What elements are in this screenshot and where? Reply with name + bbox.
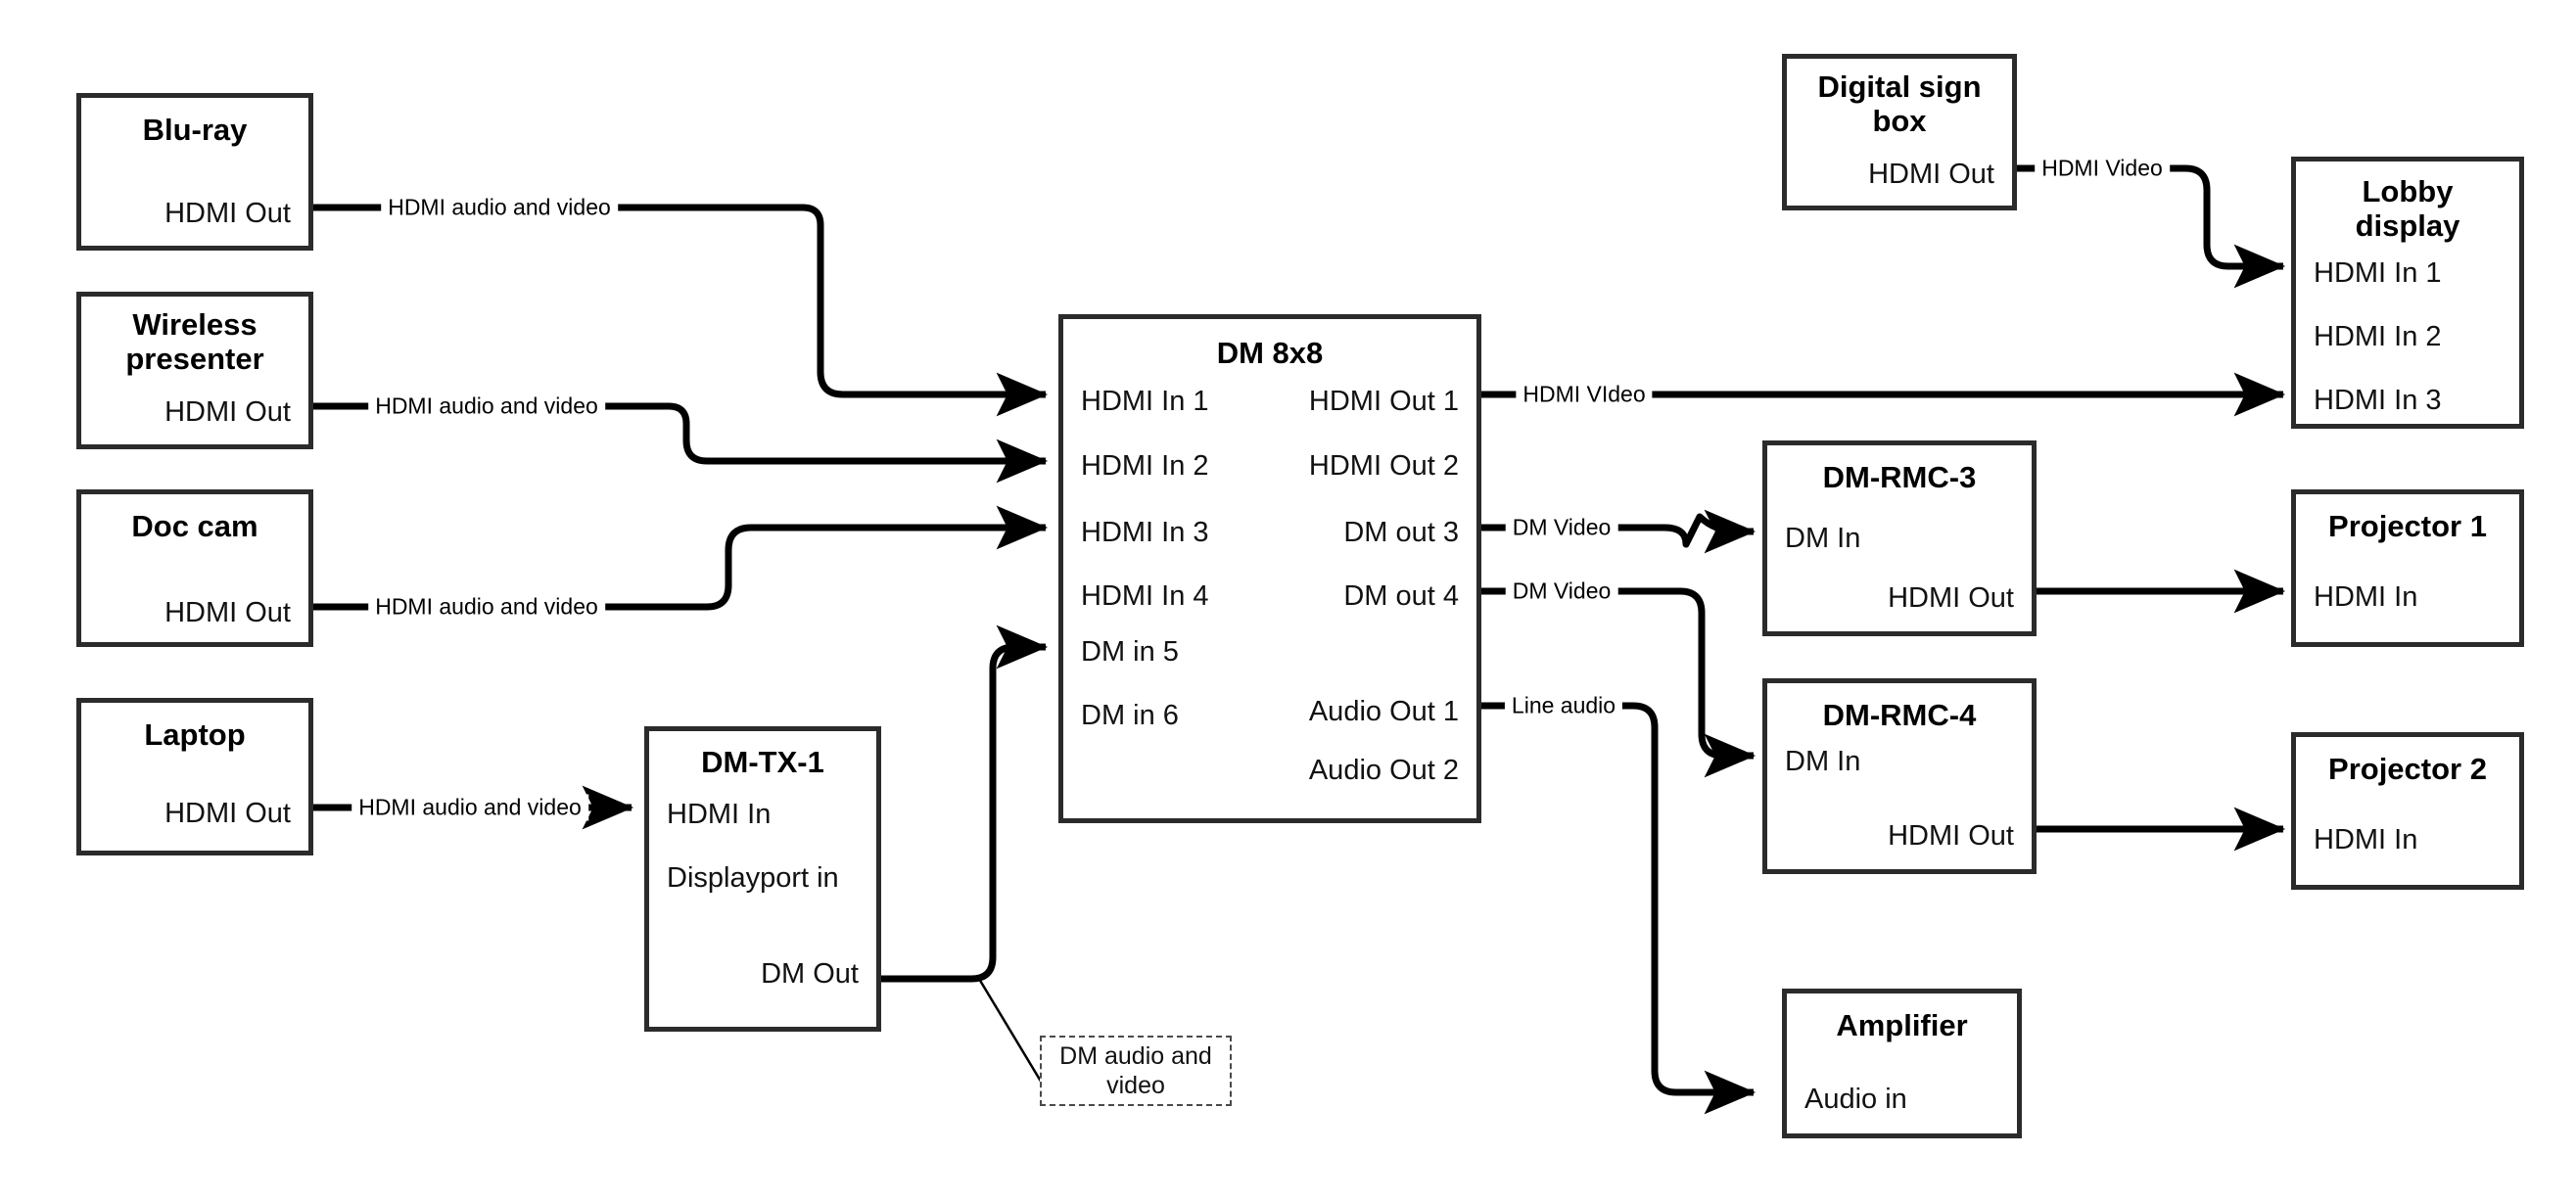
node-blu-ray-title: Blu-ray (142, 113, 248, 147)
port-dm-8x8-dm-in-6[interactable]: DM in 6 (1081, 700, 1179, 731)
node-doc-cam-title: Doc cam (131, 509, 258, 543)
port-lobby-display-hdmi-in-1[interactable]: HDMI In 1 (2314, 257, 2442, 289)
wire-label-doccam: HDMI audio and video (368, 593, 605, 621)
node-dm-tx-1-title: DM-TX-1 (701, 745, 824, 779)
wire-doccam-to-dm8x8 (313, 505, 1049, 611)
node-dm-8x8[interactable]: DM 8x8 HDMI In 1 HDMI In 2 HDMI In 3 HDM… (1058, 314, 1481, 823)
node-projector-1-title: Projector 1 (2328, 509, 2487, 543)
node-dm-8x8-title: DM 8x8 (1216, 336, 1324, 370)
port-dm-8x8-hdmi-in-2[interactable]: HDMI In 2 (1081, 450, 1209, 482)
port-amplifier-audio-in[interactable]: Audio in (1804, 1084, 1907, 1115)
port-dm-8x8-audio-out-1[interactable]: Audio Out 1 (1308, 696, 1459, 727)
port-dm-tx-1-hdmi-in[interactable]: HDMI In (667, 799, 772, 830)
node-wireless-presenter-title-line1: Wireless (132, 307, 258, 342)
node-laptop[interactable]: Laptop HDMI Out (76, 698, 313, 855)
wire-label-wireless: HDMI audio and video (368, 393, 605, 420)
wire-dm8x8-out3-to-rmc3 (1481, 509, 1756, 554)
wire-label-hdmi-video-out1: HDMI VIdeo (1516, 381, 1653, 408)
port-dm-8x8-hdmi-out-2[interactable]: HDMI Out 2 (1308, 450, 1459, 482)
node-laptop-title: Laptop (144, 717, 246, 752)
port-dm-8x8-audio-out-2[interactable]: Audio Out 2 (1308, 755, 1459, 786)
port-projector-1-hdmi-in[interactable]: HDMI In (2314, 581, 2418, 613)
node-lobby-display[interactable]: Lobby display HDMI In 1 HDMI In 2 HDMI I… (2291, 157, 2524, 429)
port-dm-rmc-4-hdmi-out[interactable]: HDMI Out (1888, 820, 2014, 852)
node-digital-sign-box[interactable]: Digital sign box HDMI Out (1782, 54, 2017, 210)
wire-dm8x8-audio1-to-amp (1481, 702, 1756, 1115)
port-dm-rmc-3-hdmi-out[interactable]: HDMI Out (1888, 582, 2014, 614)
wire-label-hdmi-video-sign: HDMI Video (2035, 155, 2170, 182)
node-blu-ray[interactable]: Blu-ray HDMI Out (76, 93, 313, 251)
wire-label-bluray: HDMI audio and video (381, 194, 618, 221)
wire-dmtx1-to-dm8x8 (881, 624, 1049, 983)
port-laptop-hdmi-out[interactable]: HDMI Out (164, 798, 291, 829)
port-dm-rmc-3-dm-in[interactable]: DM In (1785, 523, 1861, 554)
port-dm-rmc-4-dm-in[interactable]: DM In (1785, 746, 1861, 777)
node-projector-2[interactable]: Projector 2 HDMI In (2291, 732, 2524, 890)
port-dm-8x8-hdmi-in-1[interactable]: HDMI In 1 (1081, 386, 1209, 417)
wire-label-dm-video-3: DM Video (1505, 514, 1618, 541)
wire-bluray-to-dm8x8 (313, 204, 1049, 417)
wire-label-line-audio: Line audio (1504, 692, 1623, 719)
node-dm-rmc-4-title: DM-RMC-4 (1822, 698, 1977, 732)
node-wireless-presenter-title-line2: presenter (125, 342, 264, 376)
port-dm-8x8-hdmi-in-4[interactable]: HDMI In 4 (1081, 580, 1209, 612)
node-wireless-presenter[interactable]: Wireless presenter HDMI Out (76, 292, 313, 449)
port-dm-8x8-dm-out-4[interactable]: DM out 4 (1343, 580, 1459, 612)
port-projector-2-hdmi-in[interactable]: HDMI In (2314, 824, 2418, 855)
wire-signbox-to-lobby (2017, 164, 2286, 289)
wire-wireless-to-dm8x8 (313, 402, 1049, 484)
node-dm-rmc-3[interactable]: DM-RMC-3 DM In HDMI Out (1762, 440, 2037, 636)
node-doc-cam[interactable]: Doc cam HDMI Out (76, 489, 313, 647)
port-dm-tx-1-displayport-in[interactable]: Displayport in (667, 862, 839, 894)
port-lobby-display-hdmi-in-3[interactable]: HDMI In 3 (2314, 385, 2442, 416)
port-blu-ray-hdmi-out[interactable]: HDMI Out (164, 198, 291, 229)
port-dm-8x8-dm-out-3[interactable]: DM out 3 (1343, 517, 1459, 548)
wire-dm8x8-out4-to-rmc4 (1481, 587, 1756, 778)
port-dm-8x8-hdmi-in-3[interactable]: HDMI In 3 (1081, 517, 1209, 548)
node-dm-rmc-3-title: DM-RMC-3 (1822, 460, 1977, 494)
node-projector-2-title: Projector 2 (2328, 752, 2487, 786)
wire-label-dm-video-4: DM Video (1505, 577, 1618, 605)
port-digital-sign-box-hdmi-out[interactable]: HDMI Out (1868, 159, 1994, 190)
node-projector-1[interactable]: Projector 1 HDMI In (2291, 489, 2524, 647)
note-dm-audio-and-video: DM audio and video (1040, 1036, 1232, 1106)
node-amplifier[interactable]: Amplifier Audio in (1782, 989, 2022, 1138)
node-lobby-display-title-line1: Lobby (2362, 174, 2454, 208)
port-doc-cam-hdmi-out[interactable]: HDMI Out (164, 597, 291, 628)
node-digital-sign-box-title-line2: box (1872, 104, 1927, 138)
node-amplifier-title: Amplifier (1836, 1008, 1968, 1042)
node-dm-rmc-4[interactable]: DM-RMC-4 DM In HDMI Out (1762, 678, 2037, 874)
port-dm-8x8-hdmi-out-1[interactable]: HDMI Out 1 (1308, 386, 1459, 417)
node-digital-sign-box-title-line1: Digital sign (1817, 69, 1982, 104)
node-dm-tx-1[interactable]: DM-TX-1 HDMI In Displayport in DM Out (644, 726, 881, 1032)
port-dm-8x8-dm-in-5[interactable]: DM in 5 (1081, 636, 1179, 668)
note-leader-line (977, 978, 1045, 1086)
port-dm-tx-1-dm-out[interactable]: DM Out (761, 958, 859, 990)
port-lobby-display-hdmi-in-2[interactable]: HDMI In 2 (2314, 321, 2442, 352)
wire-label-laptop: HDMI audio and video (351, 794, 588, 821)
node-lobby-display-title-line2: display (2355, 208, 2460, 243)
port-wireless-presenter-hdmi-out[interactable]: HDMI Out (164, 396, 291, 428)
